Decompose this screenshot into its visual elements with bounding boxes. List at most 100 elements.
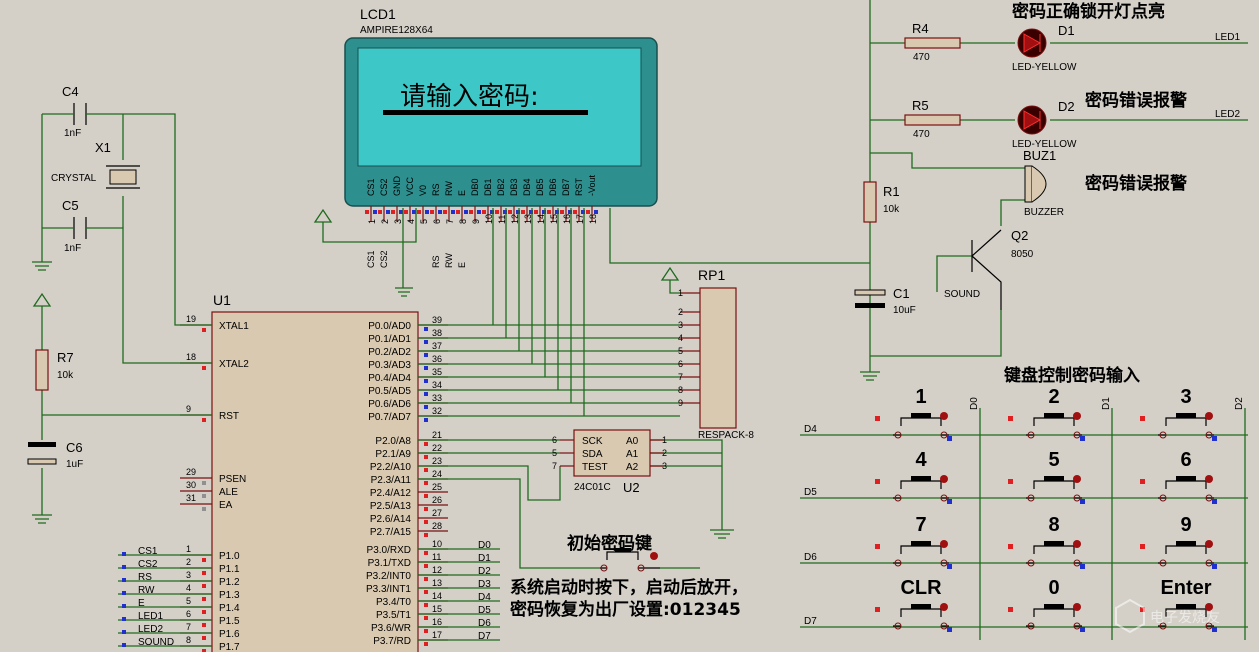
u1-pin-number: 1 bbox=[186, 544, 191, 554]
p3-net-label: D1 bbox=[478, 553, 491, 564]
lcd-pin-number: 2 bbox=[380, 219, 390, 224]
u2-pin-label: A1 bbox=[626, 449, 639, 460]
c1-ref: C1 bbox=[893, 286, 910, 301]
keypad-key[interactable]: 4 bbox=[875, 449, 952, 504]
u1-pin-label: P2.4/A12 bbox=[370, 488, 412, 499]
p3-net-label: D6 bbox=[478, 618, 491, 629]
p3-net-label: D0 bbox=[478, 540, 491, 551]
u1-pin-label: P1.5 bbox=[219, 616, 240, 627]
wires bbox=[32, 0, 1248, 647]
p1-net-label: RW bbox=[138, 585, 155, 596]
lcd-pin-number: 18 bbox=[588, 214, 598, 224]
keypad-key[interactable]: 0 bbox=[1008, 577, 1085, 632]
c6-ref: C6 bbox=[66, 440, 83, 455]
p1-net-label: CS2 bbox=[138, 559, 158, 570]
lcd-pin-labels: CS11CS22GND3VCC4V05RS6RW7E8DB09DB110DB21… bbox=[365, 174, 598, 268]
lcd-pin-number: 16 bbox=[562, 214, 572, 224]
lcd-pin-number: 12 bbox=[510, 214, 520, 224]
init-password-key[interactable] bbox=[600, 548, 660, 572]
key-label: 8 bbox=[1048, 514, 1059, 536]
lcd-pin-label: VCC bbox=[405, 176, 415, 196]
u2-pin-label: A2 bbox=[626, 462, 639, 473]
d2-ref: D2 bbox=[1058, 99, 1075, 114]
u1-pin-number: 33 bbox=[432, 393, 442, 403]
u1-pin-label: P3.0/RXD bbox=[367, 545, 411, 556]
buz1-ref: BUZ1 bbox=[1023, 148, 1056, 163]
note-init-key: 初始密码键 bbox=[567, 533, 652, 554]
note-boot-2: 密码恢复为出厂设置:012345 bbox=[510, 599, 741, 620]
u1-pin-label: ALE bbox=[219, 487, 238, 498]
u1-pin-label: P2.0/A8 bbox=[375, 436, 411, 447]
u2-pin-label: TEST bbox=[582, 462, 608, 473]
u1-microcontroller[interactable]: U1 19XTAL118XTAL29RST29PSEN30ALE31EA1P1.… bbox=[180, 292, 448, 652]
u1-pin-label: P1.6 bbox=[219, 629, 240, 640]
keypad-col-net: D0 bbox=[969, 397, 980, 410]
u1-pin-label: P3.1/TXD bbox=[368, 558, 411, 569]
key-label: Enter bbox=[1160, 577, 1211, 599]
u1-pin-label: P1.0 bbox=[219, 551, 240, 562]
keypad-key[interactable]: Enter bbox=[1140, 577, 1217, 632]
u1-pin-label: P0.7/AD7 bbox=[368, 412, 411, 423]
u1-pin-label: P1.4 bbox=[219, 603, 240, 614]
rp1-pin-number: 1 bbox=[678, 288, 683, 298]
lcd-net-label: RW bbox=[444, 253, 454, 268]
lcd-pin-label: DB1 bbox=[483, 178, 493, 196]
keypad-key[interactable]: 2 bbox=[1008, 386, 1085, 441]
lcd-pin-number: 7 bbox=[445, 219, 455, 224]
p1-net-label: CS1 bbox=[138, 546, 158, 557]
lcd-pin-label: DB6 bbox=[548, 178, 558, 196]
u2-pin-number: 1 bbox=[662, 435, 667, 445]
u1-pin-label: P1.3 bbox=[219, 590, 240, 601]
keypad-key[interactable]: 7 bbox=[875, 514, 952, 569]
p3-net-label: D3 bbox=[478, 579, 491, 590]
key-label: 1 bbox=[915, 386, 926, 408]
key-label: 0 bbox=[1048, 577, 1059, 599]
keypad-key[interactable]: CLR bbox=[875, 577, 952, 632]
u1-pin-number: 22 bbox=[432, 443, 442, 453]
x1-ref: X1 bbox=[95, 140, 111, 155]
r1-ref: R1 bbox=[883, 184, 900, 199]
u1-pin-number: 17 bbox=[432, 630, 442, 640]
lcd-pin-label: RS bbox=[431, 183, 441, 196]
u1-pin-number: 11 bbox=[432, 552, 441, 562]
q2-ref: Q2 bbox=[1011, 228, 1028, 243]
keypad-key[interactable]: 8 bbox=[1008, 514, 1085, 569]
r1-value: 10k bbox=[883, 204, 900, 215]
keypad-key[interactable]: 5 bbox=[1008, 449, 1085, 504]
lcd-pin-number: 9 bbox=[471, 219, 481, 224]
u1-pin-number: 28 bbox=[432, 521, 442, 531]
d1-ref: D1 bbox=[1058, 23, 1075, 38]
u1-pin-number: 6 bbox=[186, 609, 191, 619]
keypad-key[interactable]: 3 bbox=[1140, 386, 1217, 441]
u1-pin-number: 10 bbox=[432, 539, 442, 549]
lcd-module[interactable]: LCD1 AMPIRE128X64 请输入密码: CS11CS22GND3VCC… bbox=[344, 6, 658, 268]
u2-part: 24C01C bbox=[574, 482, 611, 493]
p1-net-label: LED1 bbox=[138, 611, 163, 622]
keypad-key[interactable]: 6 bbox=[1140, 449, 1217, 504]
lcd-pin-label: GND bbox=[392, 176, 402, 197]
u1-pin-number: 8 bbox=[186, 635, 191, 645]
p3-net-label: D5 bbox=[478, 605, 491, 616]
u2-ref: U2 bbox=[623, 480, 640, 495]
u1-pin-number: 31 bbox=[186, 493, 196, 503]
u1-pin-number: 14 bbox=[432, 591, 442, 601]
note-boot-1: 系统启动时按下，启动后放开， bbox=[510, 577, 748, 598]
p1-net-label: LED2 bbox=[138, 624, 163, 635]
rp1-pin-number: 7 bbox=[678, 372, 683, 382]
u1-pin-number: 5 bbox=[186, 596, 191, 606]
u2-pin-number: 6 bbox=[552, 435, 557, 445]
u1-pin-label: P1.1 bbox=[219, 564, 240, 575]
keypad-row-net: D5 bbox=[804, 487, 817, 498]
keypad-key[interactable]: 1 bbox=[875, 386, 952, 441]
r5-value: 470 bbox=[913, 129, 930, 140]
lcd-pin-number: 8 bbox=[458, 219, 468, 224]
annotations: 密码正确锁开灯点亮 密码错误报警 密码错误报警 键盘控制密码输入 初始密码键 系… bbox=[510, 1, 1187, 620]
keypad-key[interactable]: 9 bbox=[1140, 514, 1217, 569]
r4-ref: R4 bbox=[912, 21, 929, 36]
lcd-pin-label: RST bbox=[574, 177, 584, 196]
